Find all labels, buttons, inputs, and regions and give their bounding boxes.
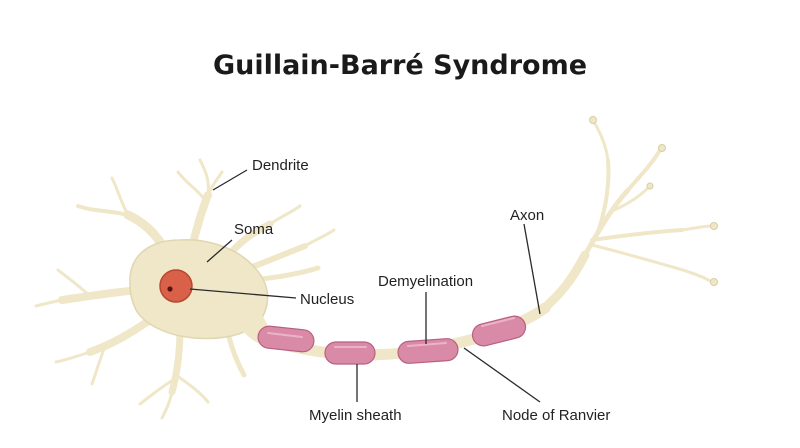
diagram-title: Guillain-Barré Syndrome — [213, 50, 587, 81]
leader-lines — [189, 169, 541, 403]
nucleolus — [167, 286, 173, 292]
label-soma: Soma — [234, 221, 274, 238]
label-demyelination: Demyelination — [378, 273, 473, 290]
myelin-segment-3 — [397, 338, 459, 364]
neuron — [34, 116, 718, 420]
leader-dendrite — [212, 169, 248, 191]
label-myelin-sheath: Myelin sheath — [309, 407, 402, 424]
myelin-highlights — [267, 317, 515, 348]
label-axon: Axon — [510, 207, 544, 224]
myelin-segment-4 — [471, 315, 527, 347]
label-dendrite: Dendrite — [252, 157, 309, 174]
axon-terminals — [535, 120, 714, 317]
leader-nucleus — [189, 288, 297, 299]
terminal-caps — [589, 116, 718, 286]
leader-axon — [523, 223, 541, 315]
label-nucleus: Nucleus — [300, 291, 354, 308]
nucleus — [159, 269, 193, 303]
leader-soma — [206, 239, 233, 263]
leader-node-of-ranvier — [463, 347, 541, 403]
myelin-segment-2 — [324, 341, 376, 365]
myelin-segment-1 — [257, 325, 315, 353]
label-node-of-ranvier: Node of Ranvier — [502, 407, 610, 424]
